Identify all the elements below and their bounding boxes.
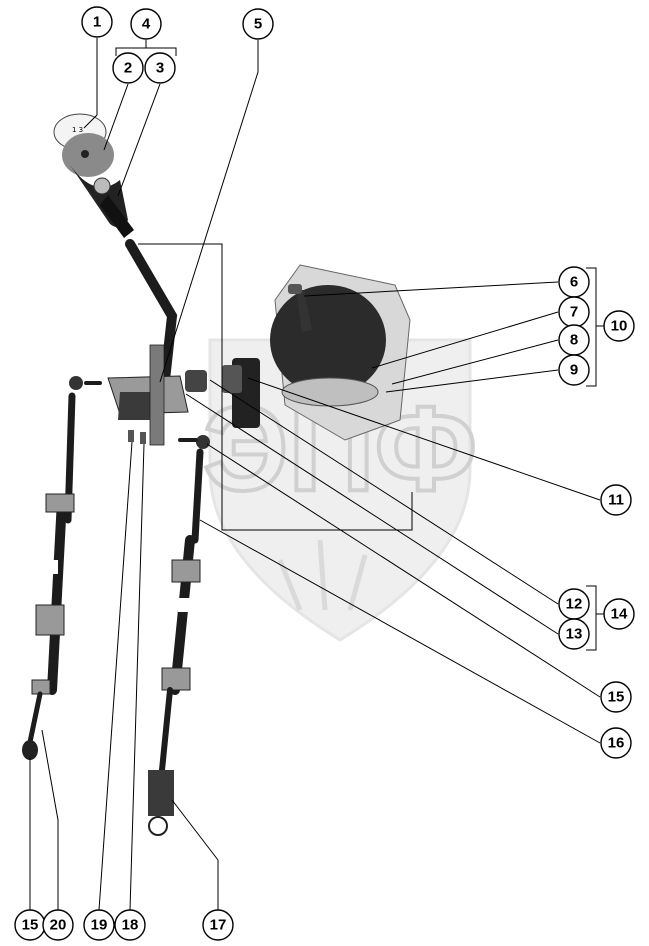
callout-label: 11 xyxy=(608,492,624,509)
callout-7: 7 xyxy=(558,296,590,328)
callout-label: 3 xyxy=(156,60,164,77)
leader-lines xyxy=(29,38,601,911)
callout-11: 11 xyxy=(600,484,632,516)
callout-label: 14 xyxy=(611,606,628,623)
assembly-frame xyxy=(138,243,413,531)
callout-3: 3 xyxy=(144,52,176,84)
callout-label: 15 xyxy=(22,917,39,934)
callout-13: 13 xyxy=(558,618,590,650)
callout-18: 18 xyxy=(114,909,146,941)
callout-label: 15 xyxy=(608,689,625,706)
callout-15-bottom: 15 xyxy=(14,909,46,941)
callout-8: 8 xyxy=(558,324,590,356)
callout-17: 17 xyxy=(202,909,234,941)
callout-label: 13 xyxy=(566,626,583,643)
callout-10: 10 xyxy=(603,310,635,342)
callout-2: 2 xyxy=(112,52,144,84)
callout-16: 16 xyxy=(600,727,632,759)
callout-4: 4 xyxy=(130,8,162,40)
lever-bracket xyxy=(107,344,260,446)
callout-label: 1 xyxy=(93,14,101,31)
callout-20: 20 xyxy=(42,909,74,941)
callout-label: 6 xyxy=(570,274,578,291)
callout-5: 5 xyxy=(242,8,274,40)
watermark-shield: ЭПФ xyxy=(201,338,479,642)
washers xyxy=(128,430,146,444)
callout-label: 17 xyxy=(210,917,227,934)
callout-label: 12 xyxy=(566,596,583,613)
callout-9: 9 xyxy=(558,354,590,386)
right-cable xyxy=(148,435,210,836)
callout-label: 19 xyxy=(91,917,108,934)
callout-label: 9 xyxy=(570,362,578,379)
callout-label: 18 xyxy=(122,917,139,934)
gear-knob: 1 3 xyxy=(53,113,134,238)
callout-12: 12 xyxy=(558,588,590,620)
callout-14: 14 xyxy=(603,598,635,630)
left-cable xyxy=(22,376,102,760)
callout-label: 10 xyxy=(611,318,628,335)
gear-housing xyxy=(270,264,411,441)
callout-label: 2 xyxy=(124,60,132,77)
callout-label: 5 xyxy=(254,16,262,33)
callout-1: 1 xyxy=(81,6,113,38)
callout-15-right: 15 xyxy=(600,681,632,713)
callout-6: 6 xyxy=(558,266,590,298)
callout-label: 8 xyxy=(570,332,578,349)
group-brackets xyxy=(115,40,604,651)
callout-label: 20 xyxy=(50,917,67,934)
callout-label: 16 xyxy=(608,735,625,752)
callout-label: 7 xyxy=(570,304,578,321)
callout-19: 19 xyxy=(83,909,115,941)
callout-label: 4 xyxy=(142,16,151,33)
svg-text:1 3: 1 3 xyxy=(72,126,83,134)
